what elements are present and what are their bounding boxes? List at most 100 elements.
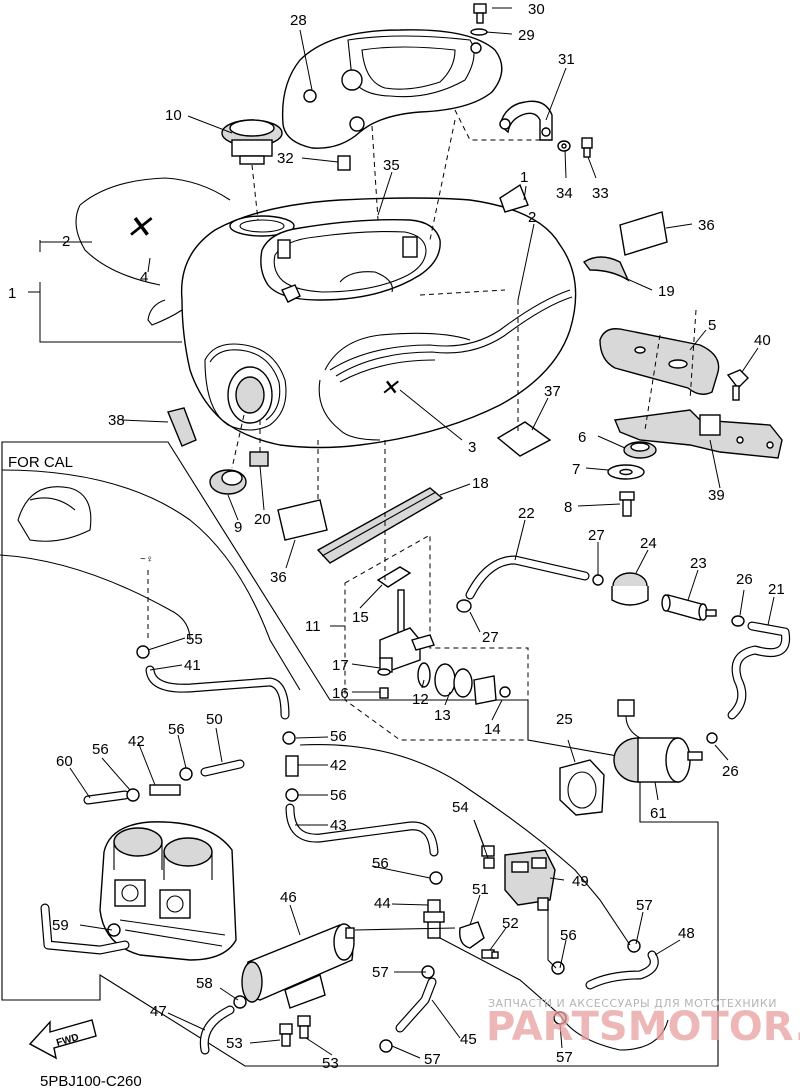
svg-text:✕: ✕ <box>380 375 399 400</box>
bracket-51 <box>459 921 485 949</box>
hose-45 <box>395 977 437 1033</box>
label-1-left: 1 <box>8 285 16 302</box>
label-29: 29 <box>518 27 535 44</box>
bolt-40 <box>726 369 749 401</box>
label-55: 55 <box>186 631 203 648</box>
washer-17 <box>377 668 391 676</box>
label-7: 7 <box>572 461 580 478</box>
label-15: 15 <box>352 609 369 626</box>
label-8: 8 <box>564 499 572 516</box>
canister-46 <box>241 923 355 1009</box>
joint-42 <box>149 755 299 796</box>
cal-tank-ghost: ~♀ <box>0 469 301 691</box>
bracket-25 <box>559 759 605 816</box>
cap-9 <box>209 469 247 495</box>
label-21: 21 <box>768 581 785 598</box>
label-34: 34 <box>556 185 573 202</box>
label-18: 18 <box>472 475 489 492</box>
vacuum-valve-49 <box>504 849 556 911</box>
label-23: 23 <box>690 555 707 572</box>
label-31: 31 <box>558 51 575 68</box>
gasket-15 <box>376 566 412 588</box>
label-40: 40 <box>754 332 771 349</box>
label-12: 12 <box>412 691 429 708</box>
hose-41 <box>145 665 290 720</box>
label-56-a: 56 <box>168 721 185 738</box>
label-42-right: 42 <box>330 757 347 774</box>
fuel-cap-10 <box>221 119 283 165</box>
pipe-50 <box>200 759 245 777</box>
label-35: 35 <box>383 157 400 174</box>
label-36-bottom <box>277 499 328 541</box>
label-27-bottom: 27 <box>482 629 499 646</box>
hose-43 <box>285 803 439 857</box>
for-cal-title: FOR CAL <box>8 454 73 471</box>
clip-32 <box>337 155 351 171</box>
label-3: 3 <box>468 439 476 456</box>
label-42-left: 42 <box>128 733 145 750</box>
label-1 <box>499 183 529 213</box>
hose-22 <box>465 555 590 600</box>
label-51: 51 <box>472 881 489 898</box>
label-13: 13 <box>434 707 451 724</box>
label-4: 4 <box>140 269 148 286</box>
label-41: 41 <box>184 657 201 674</box>
bolt-8 <box>619 491 635 517</box>
label-19: 19 <box>658 283 675 300</box>
fuel-tank: ✕ ✕ <box>75 177 577 449</box>
label-57-c: 57 <box>424 1051 441 1068</box>
label-1-top: 1 <box>520 169 528 186</box>
damper-19 <box>582 256 630 282</box>
label-16: 16 <box>332 685 349 702</box>
label-60: 60 <box>56 753 73 770</box>
part-labels: 30 29 28 31 10 32 35 34 33 1 2 36 2 4 1 … <box>8 1 785 1072</box>
cap-24 <box>611 572 649 606</box>
element-13 <box>434 663 473 698</box>
label-24: 24 <box>640 535 657 552</box>
fuel-filter-23 <box>661 594 717 621</box>
washer-29 <box>470 28 488 36</box>
label-53-left: 53 <box>226 1035 243 1052</box>
label-10: 10 <box>165 107 182 124</box>
label-38: 38 <box>108 412 125 429</box>
label-56-d: 56 <box>330 787 347 804</box>
washer-7 <box>607 464 645 480</box>
label-45: 45 <box>460 1031 477 1048</box>
protector-18 <box>316 487 444 564</box>
label-36-top <box>619 211 668 256</box>
hose-59 <box>40 903 130 955</box>
carburetor <box>99 821 237 961</box>
hose-48 <box>585 950 659 990</box>
label-58: 58 <box>196 975 213 992</box>
label-5: 5 <box>708 317 716 334</box>
label-11: 11 <box>305 618 321 635</box>
fuel-cock <box>379 589 435 673</box>
bolts-53 <box>279 1015 311 1047</box>
label-54: 54 <box>452 799 469 816</box>
washer-34 <box>557 140 571 152</box>
tank-top-cover <box>281 29 503 149</box>
clips <box>107 645 641 1053</box>
reference-lines <box>231 109 697 580</box>
label-25: 25 <box>556 711 573 728</box>
label-57-d: 57 <box>556 1049 573 1066</box>
label-46: 46 <box>280 889 297 906</box>
label-14: 14 <box>484 721 501 738</box>
label-39: 39 <box>708 487 725 504</box>
label-36-bottom: 36 <box>270 569 287 586</box>
plate-14 <box>473 675 511 705</box>
label-22: 22 <box>518 505 535 522</box>
label-37 <box>496 421 552 457</box>
screw-16 <box>379 687 389 699</box>
label-47: 47 <box>150 1003 167 1020</box>
label-56-c: 56 <box>92 741 109 758</box>
bolt-30 <box>473 3 487 24</box>
label-50: 50 <box>206 711 223 728</box>
label-32: 32 <box>277 150 294 167</box>
label-26-bottom: 26 <box>722 763 739 780</box>
side-cover-5 <box>599 328 720 395</box>
bracket-39 <box>614 409 783 459</box>
bolt-33 <box>581 137 593 158</box>
hose-60 <box>83 790 130 805</box>
